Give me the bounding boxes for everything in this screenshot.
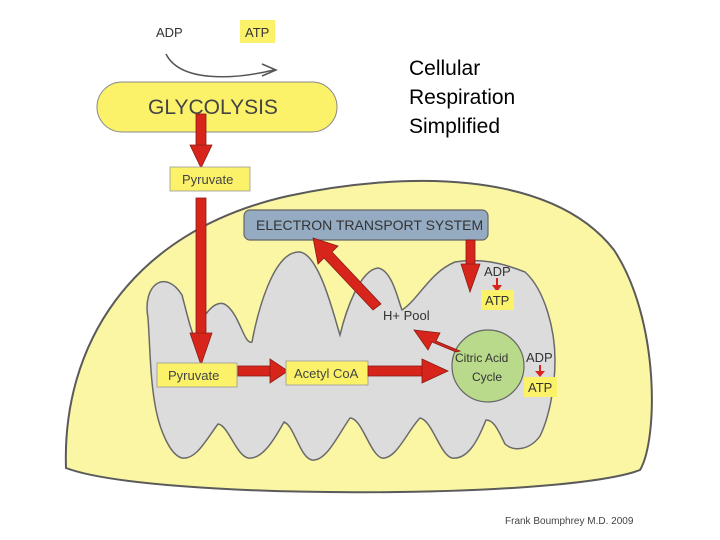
arrow-cycle-hpool (413, 329, 462, 353)
title-line-1: Cellular (409, 57, 481, 80)
glycolysis-label: GLYCOLYSIS (148, 96, 278, 119)
adp-cycle-label: ADP (526, 350, 553, 365)
arrow-ets-atp-shaft (465, 239, 476, 267)
pyruvate-inner-box (156, 362, 238, 388)
arrow-acetyl-cycle-shaft (367, 365, 425, 377)
arrow-ets-atp-head (460, 263, 481, 294)
adp-ets-label: ADP (484, 264, 511, 279)
ets-box (243, 209, 489, 241)
atp-cycle-label: ATP (528, 380, 552, 395)
arrow-pyruvate-down-shaft (195, 197, 207, 337)
adp-top-label: ADP (156, 25, 183, 40)
atp-cycle-box (524, 377, 557, 397)
arrow-glycolysis-head (189, 144, 213, 169)
ets-label: ELECTRON TRANSPORT SYSTEM (256, 217, 483, 233)
acetyl-coa-box (285, 360, 369, 386)
glycolysis-box (96, 81, 338, 133)
atp-top-box (240, 20, 275, 43)
title-line-2: Respiration (409, 86, 516, 109)
arrow-pyruvate-acetyl-head (269, 358, 289, 384)
acetyl-coa-label: Acetyl CoA (294, 366, 359, 381)
adp-atp-curved-arrow (165, 53, 275, 78)
adp-atp-cycle-arrowhead (535, 371, 545, 377)
pyruvate-outer-label: Pyruvate (182, 172, 233, 187)
citric-acid-cycle-circle (451, 329, 525, 403)
arrow-pyruvate-down-head (189, 332, 213, 367)
pyruvate-outer-box (169, 166, 251, 192)
diagram-title: Cellular Respiration Simplified (409, 54, 609, 141)
title-line-3: Simplified (409, 115, 501, 138)
arrow-hpool-ets (312, 237, 382, 311)
atp-top-label: ATP (245, 25, 269, 40)
arrow-acetyl-cycle-head (421, 358, 449, 384)
citric-acid-label-line1: Citric Acid (455, 351, 508, 365)
atp-ets-label: ATP (485, 293, 509, 308)
atp-ets-box (481, 290, 514, 310)
pyruvate-inner-label: Pyruvate (168, 368, 219, 383)
h-pool-label: H+ Pool (383, 308, 430, 323)
adp-atp-ets-arrowhead (492, 285, 502, 292)
citric-acid-label-line2: Cycle (472, 370, 502, 384)
credit-text: Frank Boumphrey M.D. 2009 (505, 516, 634, 527)
arrow-pyruvate-acetyl-shaft (237, 365, 273, 377)
adp-atp-arrowhead (261, 63, 278, 77)
mitochondrion-inner-membrane (146, 251, 556, 461)
